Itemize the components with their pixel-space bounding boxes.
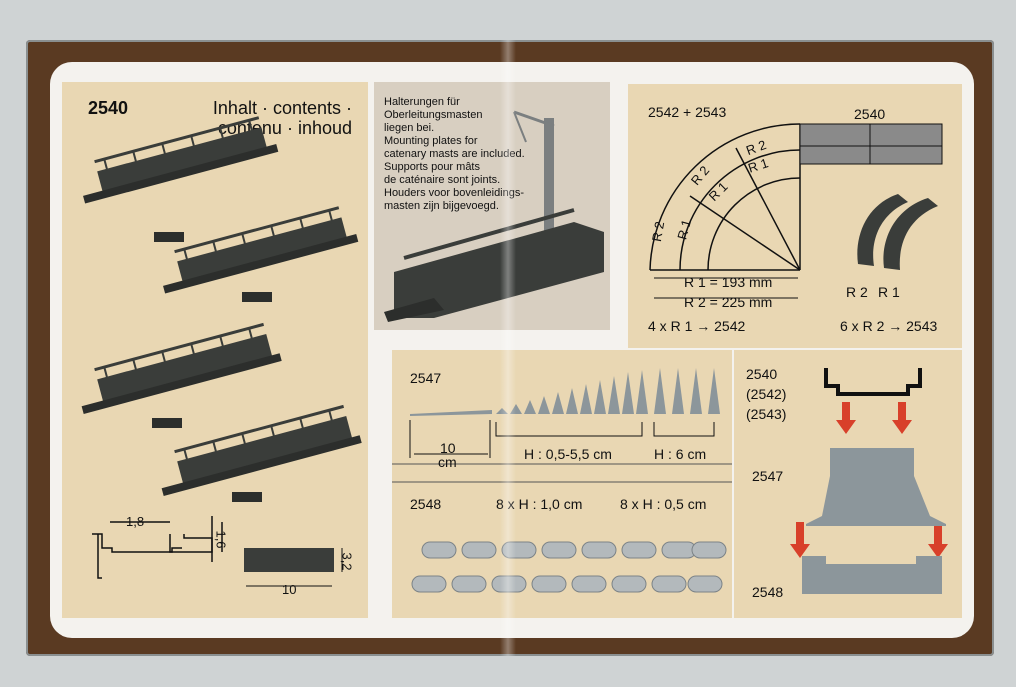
r2-kit: 6 x R 2 → 2543 bbox=[840, 318, 938, 334]
straight-code: 2540 bbox=[854, 106, 886, 122]
catenary-mast-photo bbox=[384, 110, 604, 322]
pier-height-range: H : 0,5-5,5 cm bbox=[524, 446, 612, 462]
pier-height-fixed: H : 6 cm bbox=[654, 446, 707, 462]
pier-length-value: 10 bbox=[440, 440, 456, 456]
dim-thickness-label: 3,2 bbox=[339, 552, 355, 571]
contents-panel: 2540 Inhalt · contents · contenu · inhou… bbox=[62, 82, 368, 618]
stack-code-2548: 2548 bbox=[752, 584, 784, 600]
stack-code-2543: (2543) bbox=[746, 406, 787, 422]
profile-cross-section bbox=[92, 516, 223, 579]
stacking-panel: 2540 (2542) (2543) 2547 2548 bbox=[734, 350, 962, 618]
base-pier-2548 bbox=[802, 556, 942, 594]
bridge-piece-4 bbox=[161, 404, 362, 496]
mounting-plate-3 bbox=[152, 418, 182, 428]
mounting-plate-2 bbox=[242, 292, 272, 302]
inner-arc-r1 bbox=[707, 177, 801, 271]
pier-ramp-series bbox=[496, 370, 648, 414]
pier-ramp-start bbox=[410, 410, 492, 416]
catenary-photo-panel: Halterungen für Oberleitungsmasten liege… bbox=[374, 82, 610, 330]
pier-set-2547-code: 2547 bbox=[410, 370, 442, 386]
dim-length-label: 10 bbox=[282, 582, 297, 597]
red-arrows bbox=[790, 402, 948, 558]
mounting-plate-1 bbox=[154, 232, 184, 242]
product-code: 2540 bbox=[88, 98, 129, 118]
contents-title-line1: Inhalt · contents · bbox=[212, 98, 352, 118]
r1-kit: 4 x R 1 → 2542 bbox=[648, 318, 746, 334]
note-line-2: Oberleitungsmasten bbox=[384, 109, 483, 121]
photo-r2-label: R 2 bbox=[846, 284, 868, 300]
note-line-4: Mounting plates for bbox=[384, 135, 478, 147]
stack-code-2547: 2547 bbox=[752, 468, 784, 484]
straight-track-2540 bbox=[799, 123, 943, 165]
curve-diagram-panel: 2542 + 2543 2540 R 2 R 1 R 2 R 1 R 2 R 1… bbox=[628, 84, 962, 348]
bridge-piece-2 bbox=[163, 206, 359, 294]
piers-panel: 2547 10 bbox=[392, 350, 732, 618]
curve-radius-diagram bbox=[649, 123, 943, 299]
photo-r1-label: R 1 bbox=[878, 284, 900, 300]
pier-set-2548-code: 2548 bbox=[410, 496, 442, 512]
note-line-1: Halterungen für bbox=[384, 96, 460, 108]
curved-bridge-pieces-photo bbox=[857, 194, 938, 270]
bridge-pieces-illustration bbox=[81, 116, 362, 587]
note-line-5: catenary masts are included. bbox=[384, 148, 525, 160]
small-pier-blocks bbox=[392, 481, 732, 593]
pier-length-unit: cm bbox=[438, 454, 457, 470]
catenary-mast bbox=[544, 118, 554, 268]
note-line-6: Supports pour mâts bbox=[384, 161, 480, 173]
slab-cross-section bbox=[244, 548, 334, 572]
dim-height-label: 1,6 bbox=[213, 530, 229, 549]
bridge-section-photo bbox=[384, 208, 604, 322]
stacking-diagram bbox=[790, 368, 948, 594]
bridge-piece-3 bbox=[81, 322, 282, 414]
note-line-8: Houders voor bovenleidings- bbox=[384, 187, 525, 199]
piers-illustration bbox=[392, 368, 732, 465]
note-line-7: de caténaire sont joints. bbox=[384, 174, 501, 186]
bridge-profile bbox=[824, 368, 922, 396]
note-line-9: masten zijn bijgevoegd. bbox=[384, 200, 499, 212]
pier-fixed-series bbox=[654, 368, 720, 414]
outer-arc-r2 bbox=[649, 123, 801, 271]
dim-width-label: 1,8 bbox=[126, 514, 145, 529]
pier-set-b: 8 x H : 0,5 cm bbox=[620, 496, 707, 512]
shrink-wrap-seam bbox=[500, 40, 516, 656]
mounting-plate-4 bbox=[232, 492, 262, 502]
pier-set-a: 8 x H : 1,0 cm bbox=[496, 496, 583, 512]
catenary-note: Halterungen für Oberleitungsmasten liege… bbox=[384, 96, 544, 213]
tall-pier-2547 bbox=[806, 448, 946, 526]
stack-code-2542: (2542) bbox=[746, 386, 787, 402]
note-line-3: liegen bei. bbox=[384, 122, 435, 134]
r2-radius: R 2 = 225 mm bbox=[684, 294, 773, 310]
r1-radius: R 1 = 193 mm bbox=[684, 274, 773, 290]
curve-heading: 2542 + 2543 bbox=[648, 104, 727, 120]
stack-code-2540: 2540 bbox=[746, 366, 778, 382]
bridge-piece-1 bbox=[83, 116, 279, 204]
